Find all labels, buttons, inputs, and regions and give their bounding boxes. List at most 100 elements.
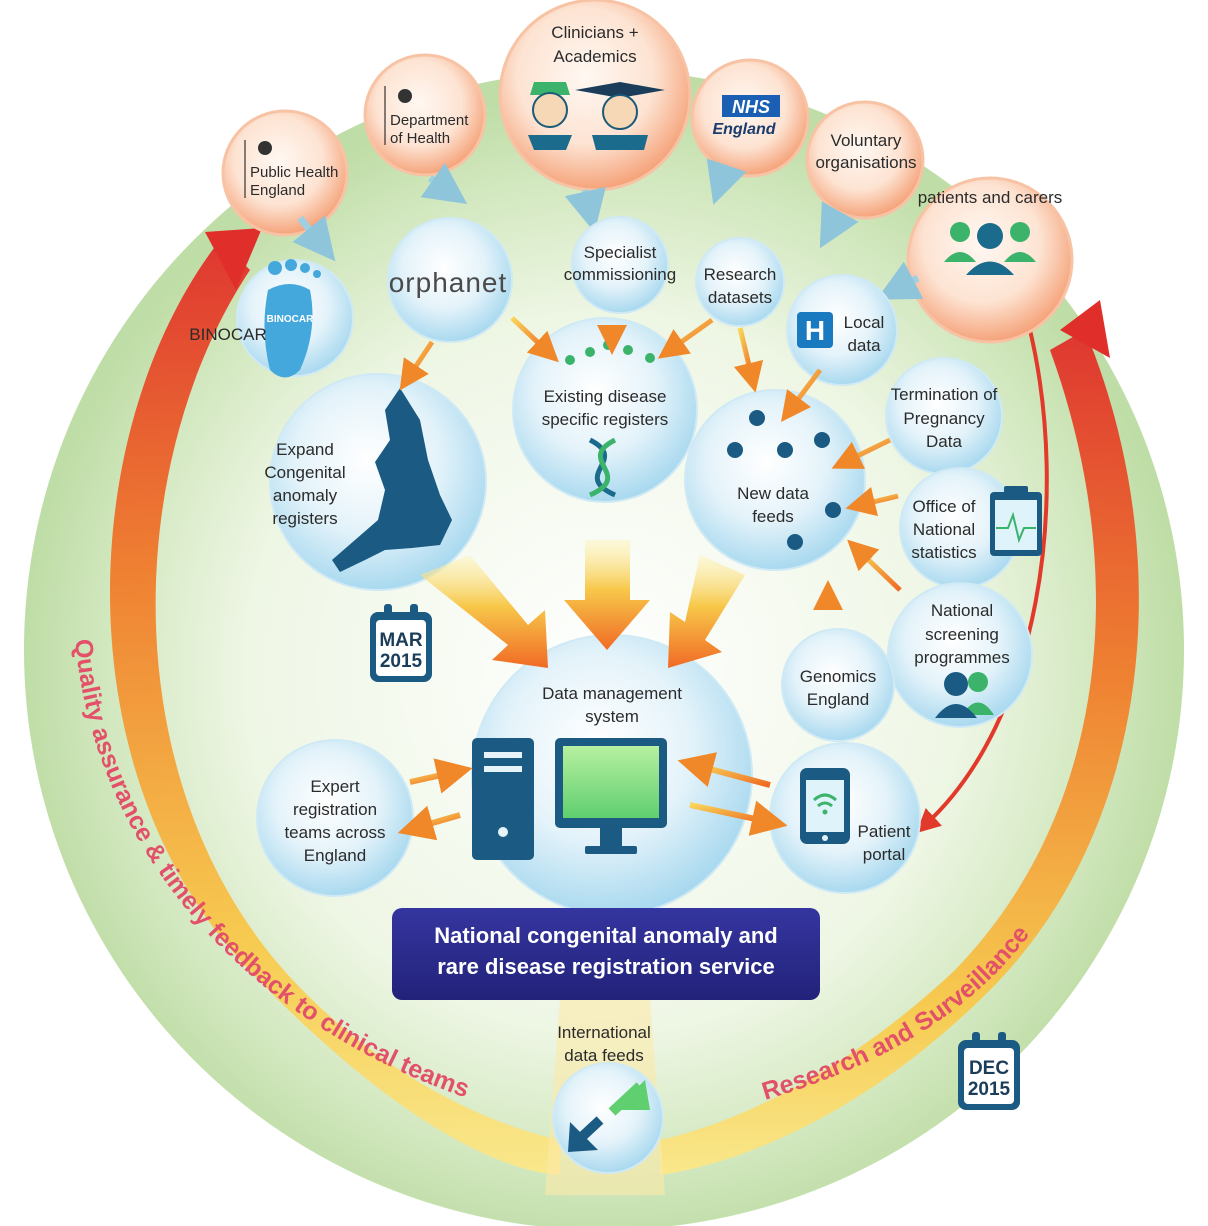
stakeholder-arrows [292,158,924,300]
portal-label-1: Patient [858,822,911,841]
voluntary-label-2: organisations [815,153,916,172]
screening-label-2: screening [925,625,999,644]
intl-label-1: International [557,1023,651,1042]
left-loop-arrow [110,228,560,1175]
right-loop-arrow [660,300,1139,1175]
dms-label-2: system [585,707,639,726]
mar-month: MAR [379,630,423,651]
bubble-existing-registers: Existing disease specific registers [512,317,698,503]
dms-label-1: Data management [542,684,682,703]
bubble-patient-portal: Patient portal [769,742,921,894]
bubble-research: Research datasets [695,237,785,327]
nhs-sub-text: England [712,121,776,138]
feeder-arrows [399,315,902,628]
bubble-clinicians: Clinicians + Academics [498,0,692,192]
bubble-local-data: H Local data [786,274,898,386]
expert-label-2: registration [293,800,377,819]
existing-label-1: Existing disease [544,387,667,406]
phe-label-2: England [250,182,305,199]
dna-icon [588,437,617,498]
hospital-icon [797,312,833,348]
newdata-label-1: New data [737,484,809,503]
clinicians-label-1: Clinicians + [551,23,638,42]
bubble-genomics: Genomics England [781,628,895,742]
footprint-icon: BINOCAR [264,259,321,378]
people-icon [935,672,994,718]
portal-label-2: portal [863,845,906,864]
exchange-arrows-icon [568,1080,650,1152]
expert-label-4: England [304,846,366,865]
tablet-wifi-icon [800,768,850,844]
clipboard-ecg-icon [990,486,1042,556]
research-label-1: Research [704,265,777,284]
ons-label-3: statistics [911,543,976,562]
bubble-top-data: Termination of Pregnancy Data [885,357,1003,475]
calendar-icon-mar: MAR 2015 [370,604,432,682]
bubble-international: International data feeds [545,1000,665,1195]
bubble-doh: Department of Health [363,53,487,177]
bubble-data-management: Data management system [471,634,753,916]
calendar-icon-dec: DEC 2015 [958,1032,1020,1110]
bubble-voluntary: Voluntary organisations [805,100,925,220]
research-label-2: datasets [708,288,772,307]
phe-label-1: Public Health [250,164,338,181]
bubble-orphanet: orphanet [387,217,513,343]
mar-year: 2015 [380,651,423,672]
orphanet-logo: orphanet [389,267,508,298]
binocar-tile-text: BINOCAR [267,314,314,325]
monitor-icon [555,738,667,854]
bubble-patients: patients and carers [906,176,1074,344]
people-group-icon [944,222,1036,275]
ons-label-1: Office of [913,497,976,516]
bubble-binocar: BINOCAR BINOCAR [189,259,354,378]
expand-label-4: registers [272,509,337,528]
england-map-icon [332,388,452,572]
clinicians-label-2: Academics [553,47,636,66]
graduate-icon [575,82,665,150]
newdata-label-2: feeds [752,507,794,526]
expand-label-3: anomaly [273,486,338,505]
bubble-ons: Office of National statistics [899,467,1042,589]
specialist-label-1: Specialist [584,243,657,262]
bubble-screening: National screening programmes [887,582,1033,728]
service-title-1: National congenital anomaly and [434,923,778,948]
genomics-label-1: Genomics [800,667,877,686]
bubble-phe: Public Health England [221,109,349,237]
main-flow-arrows [420,540,745,668]
top-label-1: Termination of [891,385,998,404]
bubble-nhs: NHS England [690,58,810,178]
expand-label-1: Expand [276,440,334,459]
dec-year: 2015 [968,1079,1011,1100]
voluntary-label-1: Voluntary [831,131,902,150]
service-title-banner: National congenital anomaly and rare dis… [392,908,820,1000]
existing-label-2: specific registers [542,410,669,429]
bubble-expand-registers: Expand Congenital anomaly registers [264,373,487,591]
royal-crest-icon [398,89,412,103]
top-label-2: Pregnancy [903,409,985,428]
specialist-label-2: commissioning [564,265,676,284]
bubble-expert-teams: Expert registration teams across England [256,739,414,897]
service-title-2: rare disease registration service [437,954,775,979]
top-label-3: Data [926,432,962,451]
binocar-label: BINOCAR [189,325,266,344]
expand-label-2: Congenital [264,463,345,482]
ons-label-2: National [913,520,975,539]
server-tower-icon [472,738,534,860]
bubble-new-data-feeds: New data feeds [684,389,866,571]
dec-month: DEC [969,1058,1009,1079]
expert-label-3: teams across [284,823,385,842]
doh-label-2: of Health [390,130,450,147]
local-label-2: data [847,336,881,355]
screening-label-3: programmes [914,648,1009,667]
nhs-badge-text: NHS [732,97,770,117]
nurse-icon [528,82,572,150]
royal-crest-icon [258,141,272,155]
exchange-arrows [397,752,788,841]
doh-label-1: Department [390,112,469,129]
local-label-1: Local [844,313,885,332]
genomics-label-2: England [807,690,869,709]
expert-label-1: Expert [310,777,359,796]
intl-label-2: data feeds [564,1046,643,1065]
bubble-specialist: Specialist commissioning [564,216,676,314]
